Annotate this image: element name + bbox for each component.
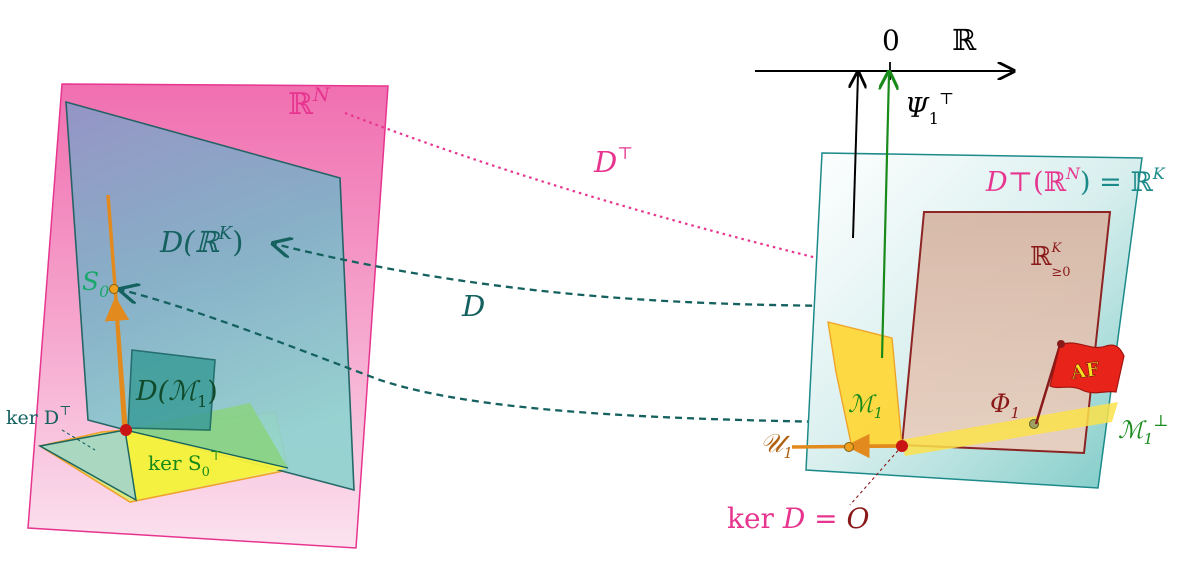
black-vector: [853, 74, 858, 239]
zero-label: 0: [882, 24, 900, 57]
psi-vector: [882, 74, 889, 359]
ker-dt-leader: [61, 429, 96, 451]
d-label: D: [461, 289, 485, 323]
rk-positive-label: ℝK≥0: [1030, 241, 1071, 280]
r-label: ℝ: [952, 23, 977, 57]
d-rk-label: D(ℝK): [159, 223, 243, 259]
u1-label: 𝒰1: [760, 429, 793, 462]
rn-label: ℝN: [288, 84, 331, 122]
dt-map-arrow: [344, 111, 858, 268]
s0-arrow: [104, 296, 130, 429]
d-m1-square: [127, 349, 216, 431]
m1-label: ℳ1: [848, 390, 883, 422]
flag-icon: [1034, 340, 1125, 425]
flag-label: AF: [1069, 358, 1102, 384]
ker-dt-label: ker D⊤: [6, 404, 71, 429]
dt-label: D⊤: [593, 144, 633, 179]
teal-wedge-edge: [124, 429, 289, 469]
d-map-arrow: [275, 244, 849, 308]
origin-point-right: [896, 440, 908, 452]
s0-label: S0: [82, 267, 109, 301]
teal-wedge: [37, 429, 137, 502]
d-m1-label: D(ℳ1): [135, 376, 218, 411]
psi-label: Ψ1⊤: [905, 89, 954, 128]
kerd-leader: [849, 445, 903, 506]
s0-map-arrow: [122, 290, 1031, 426]
yellow-wedge: [125, 430, 288, 500]
ker-s0t-label: ker S0⊤: [148, 449, 222, 480]
m1perp-band: [900, 402, 1118, 456]
dtrn-label: D⊤(ℝN) = ℝK: [985, 164, 1166, 198]
m1perp-label: ℳ1⊥: [1118, 411, 1168, 448]
rk-positive-orthant: [900, 211, 1112, 455]
phi-label: Φ1: [990, 389, 1020, 422]
s0-point: [109, 284, 119, 294]
origin-point-left: [120, 424, 132, 436]
u1-point: [844, 442, 854, 452]
kerd-label: ker D = O: [727, 502, 870, 535]
green-plane: [125, 403, 288, 468]
